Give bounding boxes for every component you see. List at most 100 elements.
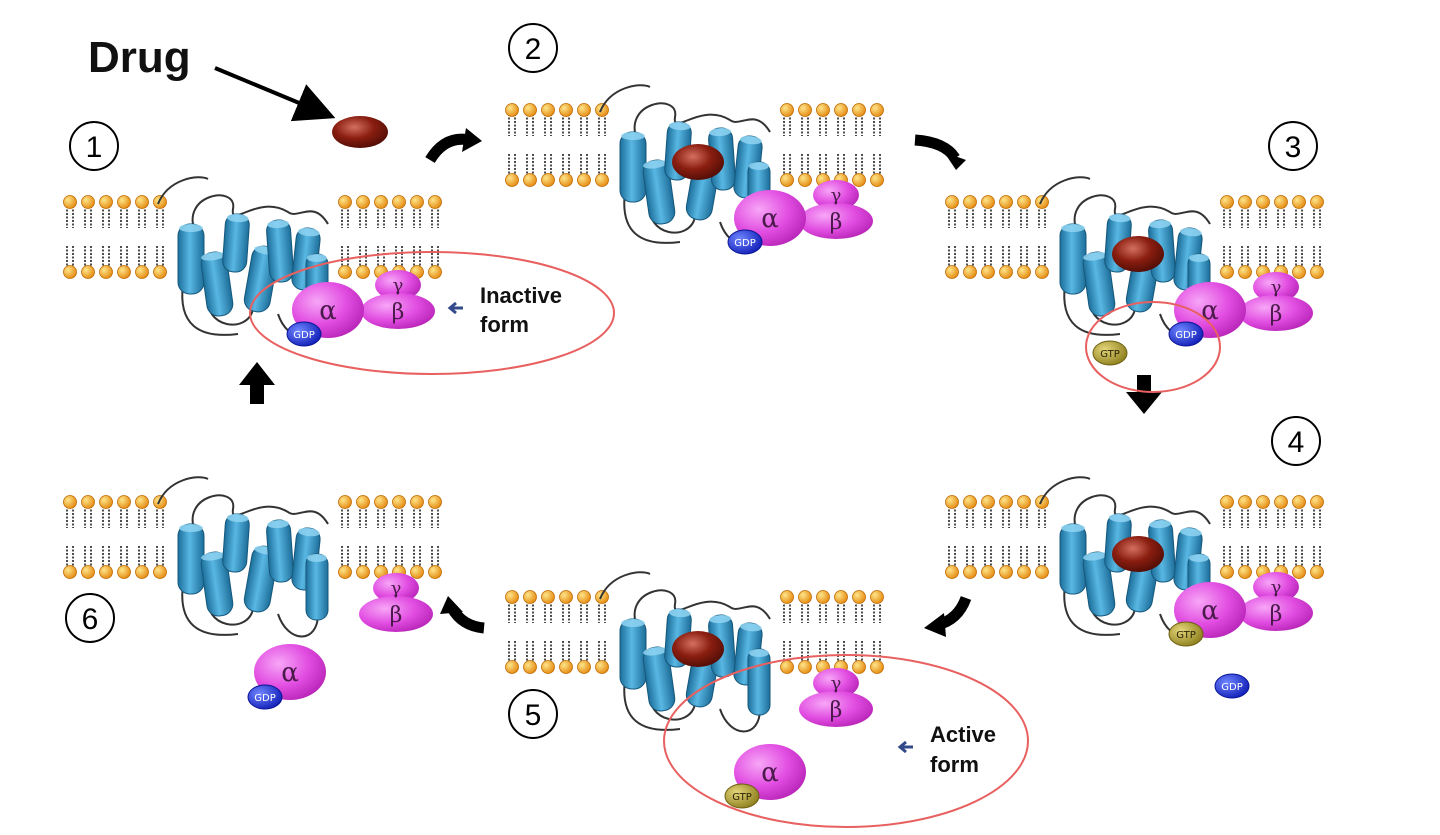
transmembrane-helix: [747, 648, 771, 716]
drug-ligand-icon: [332, 116, 388, 148]
gpcr-receptor-icon: [1039, 476, 1211, 638]
step-number-6: 6: [65, 593, 115, 643]
lipid-bilayer-icon: [63, 495, 167, 579]
gdp-molecule-icon: GDP: [1168, 321, 1204, 347]
lipid-bilayer-icon: [63, 195, 167, 279]
alpha-symbol: α: [281, 658, 299, 688]
beta-symbol: β: [1270, 302, 1283, 327]
inactive-label-line1: Inactive: [480, 283, 562, 308]
bound-drug-icon: [672, 631, 724, 667]
inactive-label-line2: form: [480, 312, 529, 337]
beta-symbol: β: [830, 698, 843, 723]
gdp-label: GDP: [734, 238, 755, 249]
alpha-symbol: α: [761, 204, 779, 234]
alpha-symbol: α: [1201, 296, 1219, 326]
step-number-6-text: 6: [82, 603, 99, 636]
g-beta-gamma-subunit: γβ: [359, 573, 433, 632]
gtp-molecule-icon: GTP: [724, 783, 760, 809]
inactive-form-highlight-ring: [249, 251, 615, 375]
cycle-arrow-head-2-3: [944, 152, 966, 170]
cycle-arrow-head-1-2: [462, 128, 482, 152]
step-number-3: 3: [1268, 121, 1318, 171]
bound-drug-icon: [1112, 536, 1164, 572]
step-number-2: 2: [508, 23, 558, 73]
lipid-bilayer-icon: [1220, 195, 1324, 279]
gdp-label: GDP: [293, 330, 314, 341]
step-number-3-text: 3: [1285, 131, 1302, 164]
gpcr-receptor-icon: [599, 571, 771, 733]
cycle-arrow-icon-6-1: [250, 382, 264, 404]
gdp-label: GDP: [1221, 682, 1242, 693]
gpcr-receptor-icon: [1039, 176, 1211, 338]
gtp-molecule-icon: GTP: [1168, 621, 1204, 647]
g-beta-gamma-subunit: γβ: [799, 180, 873, 239]
transmembrane-helix: [619, 131, 647, 203]
lipid-bilayer-icon: [505, 103, 609, 187]
gtp-label: GTP: [1100, 349, 1120, 360]
beta-symbol: β: [830, 210, 843, 235]
step-number-5: 5: [508, 689, 558, 739]
step-number-4-text: 4: [1288, 426, 1305, 459]
transmembrane-helix: [266, 219, 294, 283]
cycle-arrow-head-6-1: [239, 362, 275, 385]
bound-drug-icon: [1112, 236, 1164, 272]
lipid-bilayer-icon: [945, 495, 1049, 579]
inactive-form-label: Inactive form: [447, 283, 562, 337]
gamma-symbol: γ: [393, 275, 404, 296]
transmembrane-helix: [619, 618, 647, 690]
drug-label: Drug: [88, 33, 191, 82]
alpha-symbol: α: [1201, 596, 1219, 626]
gdp-molecule-icon: GDP: [727, 229, 763, 255]
lipid-bilayer-icon: [338, 495, 442, 579]
g-beta-gamma-subunit: γβ: [1239, 572, 1313, 631]
cycle-arrow-icon-3-4: [1137, 375, 1151, 395]
transmembrane-helix: [305, 553, 329, 621]
drug-pointer-arrow: [214, 66, 336, 122]
active-label-line2: form: [930, 752, 979, 777]
beta-symbol: β: [392, 300, 405, 325]
lipid-bilayer-icon: [505, 590, 609, 674]
transmembrane-helix: [1059, 223, 1087, 295]
gamma-symbol: γ: [1271, 277, 1282, 298]
active-label-line1: Active: [930, 722, 996, 747]
gamma-symbol: γ: [831, 673, 842, 694]
gdp-gtp-exchange-highlight-ring: [1085, 301, 1221, 393]
cycle-arrow-head-3-4: [1126, 392, 1162, 414]
gdp-label: GDP: [1175, 330, 1196, 341]
gtp-label: GTP: [1176, 630, 1196, 641]
gdp-label: GDP: [254, 693, 275, 704]
cycle-arrow-head-5-6: [440, 596, 463, 614]
gamma-symbol: γ: [391, 578, 402, 599]
gtp-label: GTP: [732, 792, 752, 803]
transmembrane-helix: [177, 223, 205, 295]
transmembrane-helix: [222, 213, 250, 273]
cycle-arrow-head-4-5: [924, 613, 946, 637]
step-number-2-text: 2: [525, 33, 542, 66]
gdp-molecule-icon: GDP: [247, 684, 283, 710]
transmembrane-helix: [1059, 523, 1087, 595]
alpha-symbol: α: [761, 758, 779, 788]
lipid-bilayer-icon: [780, 103, 884, 187]
active-form-label: Active form: [897, 722, 996, 777]
lipid-bilayer-icon: [338, 195, 442, 279]
gdp-molecule-icon: GDP: [286, 321, 322, 347]
step-number-5-text: 5: [525, 699, 542, 732]
alpha-symbol: α: [319, 296, 337, 326]
gpcr-receptor-icon: [157, 476, 329, 638]
lipid-bilayer-icon: [1220, 495, 1324, 579]
bound-drug-icon: [672, 144, 724, 180]
step-number-1-text: 1: [86, 131, 103, 164]
gamma-symbol: γ: [1271, 577, 1282, 598]
g-beta-gamma-subunit: γβ: [361, 270, 435, 329]
transmembrane-helix: [177, 523, 205, 595]
step-number-1: 1: [69, 121, 119, 171]
lipid-bilayer-icon: [780, 590, 884, 674]
transmembrane-helix: [266, 519, 294, 583]
